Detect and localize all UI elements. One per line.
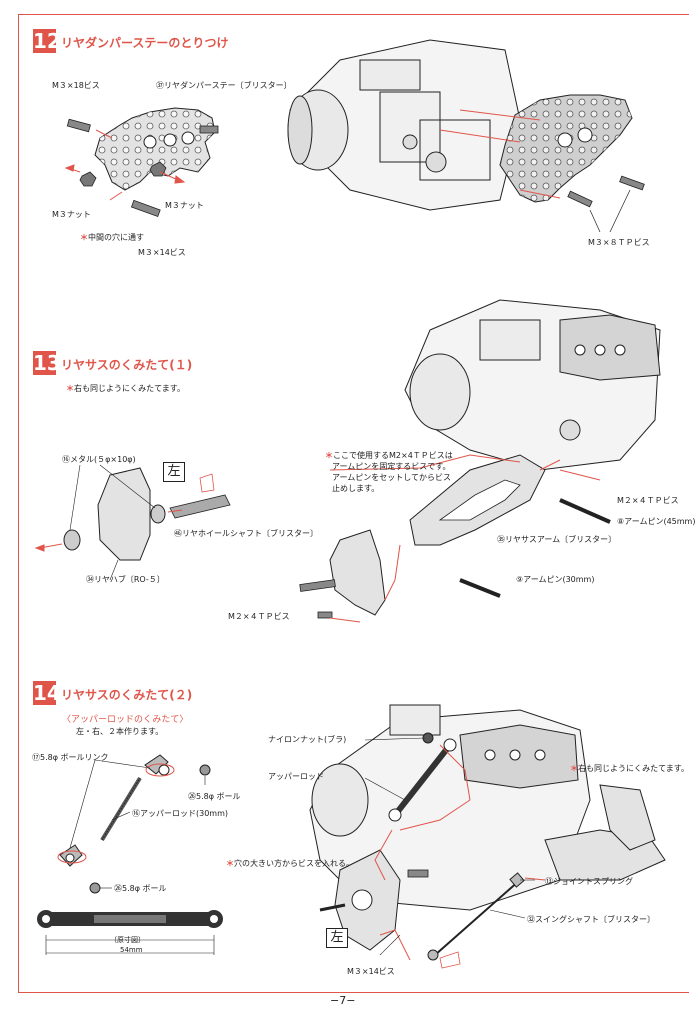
step13-leader-lines	[69, 464, 156, 581]
note-middle-hole: ＊中間の穴に通す	[80, 232, 144, 243]
usage-note-line-1-text: ここで使用するM2×4ＴＰビスは	[333, 451, 453, 460]
part-label-m2x4tp-left: M２×４ＴＰビス	[228, 612, 290, 621]
part-label-m3x8tp: M３×８ＴＰビス	[588, 238, 650, 247]
step13-hub-left	[63, 467, 231, 561]
note-star: ＊	[66, 384, 74, 393]
note-star: ＊	[570, 764, 578, 773]
usage-note-line-3: アームピンをセットしてからビス	[332, 473, 452, 482]
step14-red-paths	[374, 744, 546, 961]
usage-note-line-2: アームピンを固定するビスです。	[332, 462, 451, 471]
note-right-same-14-text: 右も同じようにくみたてます。	[578, 764, 689, 773]
note-star: ＊	[80, 233, 88, 242]
part-label-upper-rod-right: アッパーロッド	[268, 772, 324, 781]
scale-drawing-label: 〔原寸図〕	[110, 936, 145, 944]
note-star: ＊	[226, 859, 234, 868]
step-number-badge: 14	[33, 681, 61, 705]
step13-red-paths	[329, 454, 601, 623]
step12-gearbox	[287, 39, 521, 211]
note-star: ＊	[325, 451, 333, 460]
step-number-badge: 13	[33, 351, 61, 375]
step12-screws-left	[66, 118, 219, 218]
note-right-same-14: ＊右も同じようにくみたてます。	[570, 763, 689, 774]
step13-gearbox	[404, 299, 661, 471]
page-frame-bottom	[18, 992, 689, 993]
part-label-shaft: ㊻リヤホイールシャフト〔ブリスター〕	[174, 529, 318, 538]
step12-stay-plate-left	[94, 107, 216, 191]
part-label-swing-shaft: ㉜スイングシャフト〔ブリスター〕	[527, 915, 655, 924]
part-label-ball-link: ⑰5.8φ ボールリンク	[32, 753, 109, 762]
step13-sus-arm	[409, 454, 546, 546]
part-label-joint-spring: ⑬ジョイントスプリング	[545, 877, 633, 886]
step13-arm-pins	[459, 498, 611, 598]
step14-rod-fullsize	[37, 910, 223, 955]
part-label-arm: ㉟リヤサスアーム〔ブリスター〕	[497, 535, 617, 544]
left-side-badge: 左	[163, 462, 185, 482]
part-label-upper-rod: ⑯アッパーロッド(30mm)	[132, 809, 229, 818]
page-frame-top	[18, 14, 689, 15]
note-right-same-text: 右も同じようにくみたてます。	[74, 384, 185, 393]
note-big-hole: ＊穴の大きい方からビスを入れる。	[226, 858, 354, 869]
part-label-hub: ㉞リヤハブ〔RO-５〕	[86, 575, 165, 584]
step14-red-rings	[57, 763, 175, 864]
page-number: −7−	[330, 994, 356, 1007]
step14-upper-rod-installed	[388, 732, 457, 822]
step12-red-paths	[439, 109, 561, 199]
part-label-ball-a: ㉖5.8φ ボール	[188, 792, 241, 801]
step-title: リヤサスのくみたて(２)	[61, 688, 193, 702]
page-frame-left	[18, 14, 19, 992]
part-label-nut-right: M３ナット	[165, 201, 204, 210]
step12-tp-screws	[567, 175, 645, 233]
step14-hub-assembly	[319, 849, 429, 951]
part-label-ball-b: ㉖5.8φ ボール	[114, 884, 167, 893]
scale-length: 54mm	[120, 946, 143, 954]
part-label-pin30: ⑨アームピン(30mm)	[516, 575, 595, 584]
step14-subtitle: 〈アッパーロッドのくみたて〉	[62, 715, 189, 725]
part-label-m3x14-14: M３×14ビス	[347, 967, 395, 976]
step-title: リヤダンパーステーのとりつけ	[61, 36, 229, 50]
step12-arrows-left	[64, 129, 186, 201]
step14-subnote: 左・右、２本作ります。	[76, 727, 164, 736]
part-label-m2x4tp-right: M２×４ＴＰビス	[617, 496, 679, 505]
part-label-m3x14: M３×14ビス	[138, 248, 186, 257]
step12-stay-plate-right	[499, 94, 633, 203]
left-side-badge: 左	[326, 928, 348, 948]
step14-swing-shaft	[427, 872, 525, 969]
usage-note: ＊ここで使用するM2×4ＴＰビスは アームピンを固定するビスです。 アームピンを…	[325, 450, 453, 494]
step-number-badge: 12	[33, 29, 61, 53]
step-title: リヤサスのくみたて(１)	[61, 358, 193, 372]
part-label-pin45: ⑧アームピン(45mm)	[617, 517, 695, 526]
note-middle-hole-text: 中間の穴に通す	[88, 233, 144, 242]
part-label-m3x18: M３×18ビス	[52, 81, 100, 90]
note-right-same: ＊右も同じようにくみたてます。	[66, 383, 185, 394]
step14-rod-exploded	[59, 754, 211, 894]
step14-leader-lines	[69, 737, 535, 956]
part-label-stay: ㊲リヤダンパーステー〔ブリスター〕	[156, 81, 292, 90]
part-label-metal: ⑯メタル(５φ×10φ)	[62, 455, 136, 464]
part-label-nut-left: M３ナット	[52, 210, 91, 219]
usage-note-line-4: 止めします。	[332, 484, 380, 493]
usage-note-line-1: ＊ここで使用するM2×4ＴＰビスは	[325, 450, 453, 461]
note-big-hole-text: 穴の大きい方からビスを入れる。	[234, 859, 354, 868]
part-label-nylon-nut: ナイロンナット(ブラ)	[268, 735, 347, 744]
step13-arrows	[34, 509, 183, 552]
step13-hub-right	[299, 529, 386, 619]
